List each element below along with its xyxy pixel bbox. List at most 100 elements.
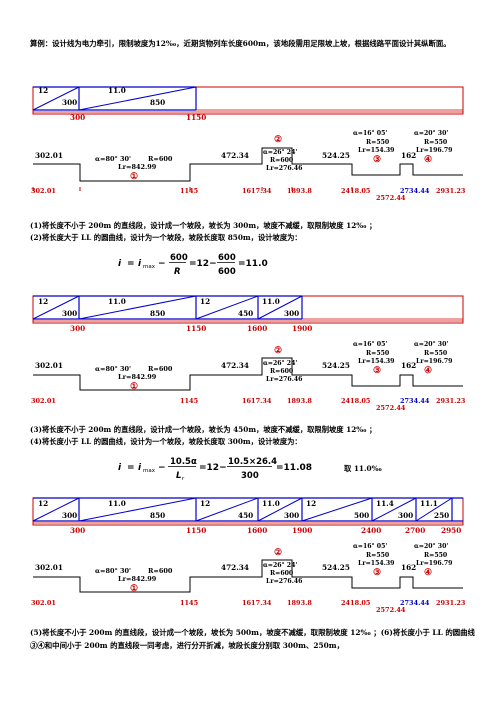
profile-band-1: [32, 86, 464, 115]
profile3-length-5: 500: [354, 511, 370, 520]
plan1-tangent-2: 472.34: [221, 151, 249, 160]
plan3-tangent-4: 162: [401, 563, 417, 572]
plan1-mileage-5: 2418.05: [341, 187, 371, 195]
plan2-curve3-num: ③: [373, 366, 382, 376]
diagram-set-1: [32, 86, 464, 191]
svg-text:i: i: [138, 463, 142, 473]
plan2-mileage-1: 302.01: [31, 397, 56, 405]
plan2-mileage-6: 2572.44: [376, 404, 406, 412]
profile3-grade-2: 11.0: [108, 499, 126, 508]
plan3-curve3-R: R=550: [366, 552, 390, 559]
plan3-mileage-1: 302.01: [31, 599, 56, 607]
diagram-set-3: [32, 497, 464, 593]
plan1-curve2-R: R=600: [270, 157, 294, 164]
profile3-station-3: 1600: [247, 526, 268, 535]
step-4-text: (4)将长度小于 LL 的圆曲线，设计为一个坡段，坡段长度取 300m，设计坡度…: [30, 437, 302, 446]
svg-text:=12−: =12−: [199, 463, 227, 473]
step-3-text: (3)将长度不小于 200m 的直线段，设计成一个坡段，坡长为 450m，坡度不…: [30, 425, 377, 434]
profile3-length-3: 450: [238, 511, 254, 520]
plan1-curve4-L: Lr=196.79: [416, 147, 453, 154]
plan2-mileage-3: 1617.34: [242, 397, 272, 405]
profile2-grade-1: 12: [38, 297, 49, 306]
plan1-mileage-2: 1145: [180, 187, 199, 195]
plan3-curve4-alpha: α=20° 30': [414, 543, 449, 550]
plan1-mileage-8: 2931.23: [436, 187, 466, 195]
plan1-mileage-4: 1893.8: [287, 187, 312, 195]
profile2-length-1: 300: [62, 309, 78, 318]
profile3-length-1: 300: [62, 511, 78, 520]
formula-2-note: 取 11.0‰: [344, 464, 382, 473]
plan1-curve1-R: R=600: [148, 155, 173, 163]
profile3-grade-4: 11.0: [262, 499, 280, 508]
profile3-grade-6: 11.4: [376, 499, 394, 508]
plan1-curve3-alpha: α=16° 05': [353, 130, 388, 137]
svg-text:=12−: =12−: [189, 259, 217, 269]
profile3-length-7: 250: [434, 511, 450, 520]
plan2-curve4-R: R=550: [424, 350, 448, 357]
svg-text:600: 600: [218, 253, 236, 263]
plan2-curve4-alpha: α=20° 30': [414, 341, 449, 348]
plan2-mileage-2: 1145: [180, 397, 199, 405]
plan1-curve4-num: ④: [424, 155, 433, 165]
profile-band-2: [32, 295, 464, 324]
plan3-curve2-R: R=600: [270, 570, 294, 577]
plan2-curve4-L: Lr=196.79: [416, 358, 453, 365]
profile3-length-4: 300: [284, 511, 300, 520]
plan2-curve2-alpha: α=26° 24': [263, 360, 298, 367]
plan1-curve3-L: Lr=154.39: [358, 147, 395, 154]
profile3-length-2: 850: [150, 511, 166, 520]
plan3-curve1-L: Lr=842.99: [118, 575, 157, 583]
plan3-curve3-num: ③: [373, 568, 382, 578]
plan3-mileage-8: 2931.23: [436, 599, 466, 607]
intro-text: 算例：设计线为电力牵引，限制坡度为12‰，近期货物列车长度600m，该地段需用足…: [30, 39, 451, 48]
plan1-mileage-1: 302.01: [31, 187, 56, 195]
plan1-tangent-1: 302.01: [35, 151, 63, 160]
profile2-length-3: 450: [238, 309, 254, 318]
svg-text:600: 600: [170, 253, 188, 263]
plan2-tangent-3: 524.25: [322, 361, 350, 370]
formula-2: i = i max − 10.5α L r =12− 10.5×26.4 300…: [118, 457, 312, 482]
plan1-curve2-alpha: α=26° 24': [263, 149, 298, 156]
profile1-length-2: 850: [150, 98, 166, 107]
plan2-curve1-num: ①: [130, 382, 139, 392]
plan2-curve1-alpha: α=80° 30': [95, 365, 132, 373]
plan2-curve1-R: R=600: [148, 365, 173, 373]
plan2-curve2-L: Lr=276.46: [266, 376, 303, 383]
profile3-station-7: 2950: [441, 526, 462, 535]
svg-text:=: =: [127, 259, 135, 269]
profile2-station-2: 1150: [186, 324, 207, 333]
plan2-mileage-7: 2734.44: [400, 397, 430, 405]
plan-line-1: [33, 147, 463, 182]
profile-band-3: [32, 497, 464, 526]
profile1-station-2: 1150: [186, 113, 207, 122]
svg-text:−: −: [158, 463, 166, 473]
plan3-curve3-L: Lr=154.39: [358, 560, 395, 567]
plan3-mileage-2: 1145: [180, 599, 199, 607]
profile3-station-5: 2400: [361, 526, 382, 535]
svg-text:300: 300: [241, 471, 259, 481]
plan2-curve2-R: R=600: [270, 368, 294, 375]
plan3-mileage-4: 1893.8: [287, 599, 312, 607]
step-5-6-text: (5)将长度不小于 200m 的直线段，设计成一个坡段，坡长为 500m，坡度不…: [30, 628, 475, 650]
plan1-curve1-L: Lr=842.99: [118, 163, 157, 171]
plan1-mileage-7: 2734.44: [400, 187, 430, 195]
profile1-grade-2: 11.0: [108, 86, 126, 95]
profile1-station-1: 300: [70, 113, 86, 122]
plan3-curve4-num: ④: [424, 568, 433, 578]
plan1-curve4-alpha: α=20° 30': [414, 130, 449, 137]
plan2-curve2-num: ②: [274, 346, 283, 356]
profile3-station-6: 2700: [405, 526, 426, 535]
plan3-mileage-6: 2572.44: [376, 606, 406, 614]
profile2-station-1: 300: [70, 324, 86, 333]
plan1-tangent-3: 524.25: [322, 151, 350, 160]
profile2-grade-4: 11.0: [262, 297, 280, 306]
plan1-curve2-num: ②: [274, 135, 283, 145]
plan2-curve1-L: Lr=842.99: [118, 373, 157, 381]
plan2-tangent-2: 472.34: [221, 361, 249, 370]
plan2-mileage-8: 2931.23: [436, 397, 466, 405]
formula-1: i = i max − 600 R =12− 600 600 =11.0: [118, 253, 268, 277]
plan3-mileage-5: 2418.05: [341, 599, 371, 607]
plan2-mileage-5: 2418.05: [341, 397, 371, 405]
svg-text:=11.0: =11.0: [238, 259, 268, 269]
profile2-station-3: 1600: [247, 324, 268, 333]
